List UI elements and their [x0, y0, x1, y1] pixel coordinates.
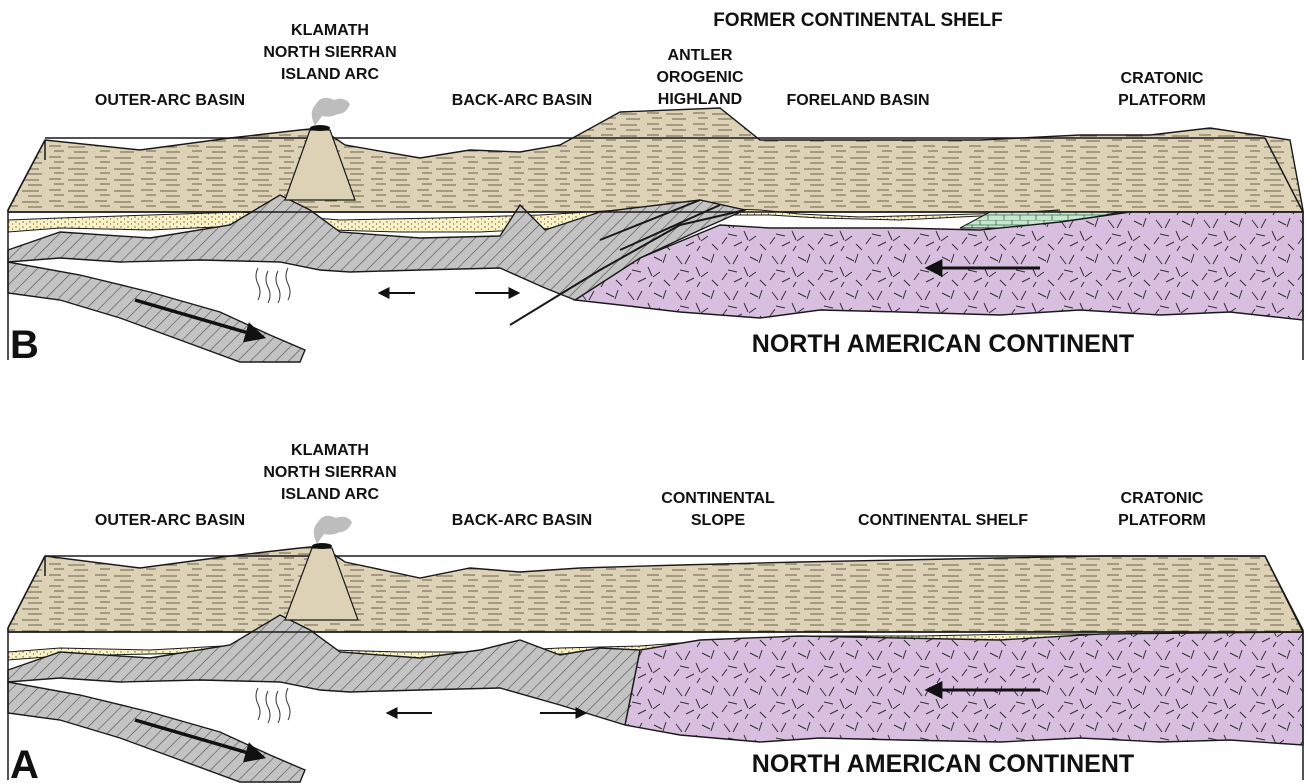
- panel-b-smoke-plume: [312, 98, 350, 126]
- panel-b-label-cratonic-2: PLATFORM: [1118, 92, 1206, 109]
- panel-b-label-antler-3: HIGHLAND: [658, 91, 742, 108]
- panel-b-land-surface: [8, 108, 1303, 212]
- panel-a-label-back-arc: BACK-ARC BASIN: [452, 512, 592, 529]
- panel-a-label-slope-2: SLOPE: [691, 512, 746, 529]
- panel-b-subducting-slab: [8, 262, 305, 362]
- panel-a-label-shelf: CONTINENTAL SHELF: [858, 512, 1028, 529]
- panel-b-label-cratonic-1: CRATONIC: [1121, 70, 1204, 87]
- panel-b-volcano-crater: [310, 125, 330, 131]
- panel-a-label-slope-1: CONTINENTAL: [661, 490, 775, 507]
- panel-a-label-arc-2: NORTH SIERRAN: [263, 464, 396, 481]
- panel-a: A OUTER-ARC BASIN KLAMATH NORTH SIERRAN …: [8, 442, 1303, 783]
- panel-a-volcano-crater: [312, 543, 332, 549]
- panel-a-label-arc-1: KLAMATH: [291, 442, 369, 459]
- panel-b: B FORMER CONTINENTAL SHELF OUTER-ARC BAS…: [8, 10, 1303, 367]
- panel-a-land-surface: [8, 546, 1303, 632]
- panel-b-magma-wisps: [256, 268, 290, 303]
- panel-b-header: FORMER CONTINENTAL SHELF: [713, 10, 1003, 31]
- panel-b-label-continent: NORTH AMERICAN CONTINENT: [752, 330, 1134, 358]
- panel-b-label-foreland: FORELAND BASIN: [786, 92, 929, 109]
- panel-a-magma-wisps: [256, 688, 290, 723]
- panel-b-label-arc-3: ISLAND ARC: [281, 66, 380, 83]
- panel-a-letter: A: [10, 743, 39, 783]
- panel-a-label-cratonic-1: CRATONIC: [1121, 490, 1204, 507]
- panel-a-smoke-plume: [314, 516, 352, 544]
- panel-a-label-continent: NORTH AMERICAN CONTINENT: [752, 750, 1134, 778]
- panel-b-letter: B: [10, 323, 39, 367]
- panel-a-subducting-slab: [8, 682, 305, 782]
- panel-b-label-back-arc: BACK-ARC BASIN: [452, 92, 592, 109]
- panel-a-label-arc-3: ISLAND ARC: [281, 486, 380, 503]
- panel-a-label-cratonic-2: PLATFORM: [1118, 512, 1206, 529]
- panel-b-label-antler-2: OROGENIC: [656, 69, 744, 86]
- panel-b-label-arc-1: KLAMATH: [291, 22, 369, 39]
- panel-b-label-antler-1: ANTLER: [668, 47, 733, 64]
- panel-b-label-outer-arc: OUTER-ARC BASIN: [95, 92, 245, 109]
- panel-a-label-outer-arc: OUTER-ARC BASIN: [95, 512, 245, 529]
- panel-b-label-arc-2: NORTH SIERRAN: [263, 44, 396, 61]
